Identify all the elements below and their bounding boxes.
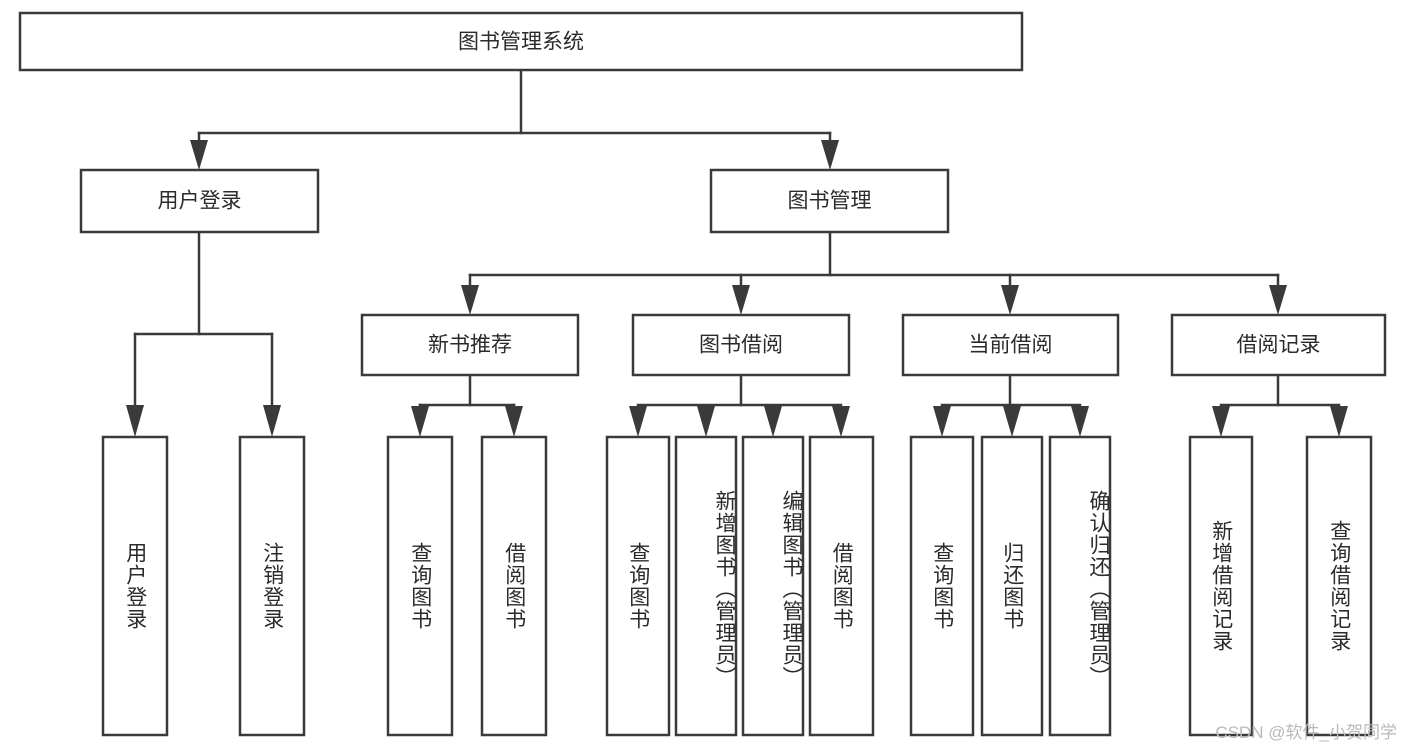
node-new-book-recommend[interactable]: 新书推荐: [360, 313, 580, 377]
leaf-user-logout-box[interactable]: [238, 435, 306, 737]
node-book-borrow-box[interactable]: [631, 313, 851, 377]
connector-group-current-borrow: [933, 373, 1089, 437]
node-user-login-box[interactable]: [79, 168, 320, 234]
node-borrow-records[interactable]: 借阅记录: [1170, 313, 1387, 377]
csdn-watermark: CSDN @软件_小贺同学: [1215, 723, 1397, 742]
arrow-head-current-borrow: [1001, 285, 1019, 315]
leaf-add-book-box[interactable]: [674, 435, 738, 737]
node-current-borrow[interactable]: 当前借阅: [901, 313, 1120, 377]
node-borrow-records-box[interactable]: [1170, 313, 1387, 377]
connector-group-root: [190, 68, 839, 170]
arrow-head-leaf-user-logout: [263, 405, 281, 437]
leaf-query-record-box[interactable]: [1305, 435, 1373, 737]
arrow-head-book-mgmt: [821, 140, 839, 170]
node-current-borrow-box[interactable]: [901, 313, 1120, 377]
node-new-book-recommend-box[interactable]: [360, 313, 580, 377]
node-root-label: 图书管理系统: [458, 31, 584, 54]
node-root-box[interactable]: [18, 11, 1024, 72]
connector-group-book-mgmt: [461, 230, 1287, 315]
leaf-borrow-book-2-box[interactable]: [808, 435, 875, 737]
node-book-management-label: 图书管理: [788, 190, 872, 213]
node-root[interactable]: 图书管理系统: [18, 11, 1024, 72]
connector-group-borrow-records: [1212, 373, 1348, 437]
node-book-borrow-label: 图书借阅: [699, 334, 783, 357]
node-new-book-recommend-label: 新书推荐: [428, 334, 512, 357]
arrow-head-user-login: [190, 140, 208, 170]
arrow-head-book-borrow: [732, 285, 750, 315]
leaf-query-book-1-box[interactable]: [386, 435, 454, 737]
node-book-management-box[interactable]: [709, 168, 950, 234]
arrow-head-leaf-query-book-1: [411, 406, 429, 437]
leaf-confirm-return-box[interactable]: [1048, 435, 1112, 737]
connector-group-book-borrow: [629, 373, 850, 437]
connector-group-user-login: [126, 230, 281, 437]
connector-group-new-book-recommend: [411, 373, 523, 437]
arrow-head-leaf-borrow-book-1: [505, 406, 523, 437]
arrow-head-leaf-query-record: [1330, 406, 1348, 437]
leaf-return-book-box[interactable]: [980, 435, 1044, 737]
node-book-management[interactable]: 图书管理: [709, 168, 950, 234]
arrow-head-leaf-confirm-return: [1071, 406, 1089, 437]
arrow-head-new-book-recommend: [461, 285, 479, 315]
arrow-head-borrow-records: [1269, 285, 1287, 315]
node-user-login-label: 用户登录: [158, 190, 242, 213]
node-book-borrow[interactable]: 图书借阅: [631, 313, 851, 377]
arrow-head-leaf-query-book-3: [933, 406, 951, 437]
leaf-query-book-3-box[interactable]: [909, 435, 975, 737]
leaf-query-book-2-box[interactable]: [605, 435, 671, 737]
leaf-user-login-box[interactable]: [101, 435, 169, 737]
leaf-edit-book-box[interactable]: [741, 435, 805, 737]
arrow-head-leaf-user-login: [126, 405, 144, 437]
arrow-head-leaf-edit-book: [764, 406, 782, 437]
leaf-borrow-book-1-box[interactable]: [480, 435, 548, 737]
leaf-add-record-box[interactable]: [1188, 435, 1254, 737]
arrow-head-leaf-add-record: [1212, 406, 1230, 437]
arrow-head-leaf-query-book-2: [629, 406, 647, 437]
node-user-login[interactable]: 用户登录: [79, 168, 320, 234]
arrow-head-leaf-add-book: [697, 406, 715, 437]
arrow-head-leaf-borrow-book-2: [832, 406, 850, 437]
arrow-head-leaf-return-book: [1003, 406, 1021, 437]
node-current-borrow-label: 当前借阅: [969, 334, 1053, 357]
node-borrow-records-label: 借阅记录: [1237, 334, 1321, 357]
